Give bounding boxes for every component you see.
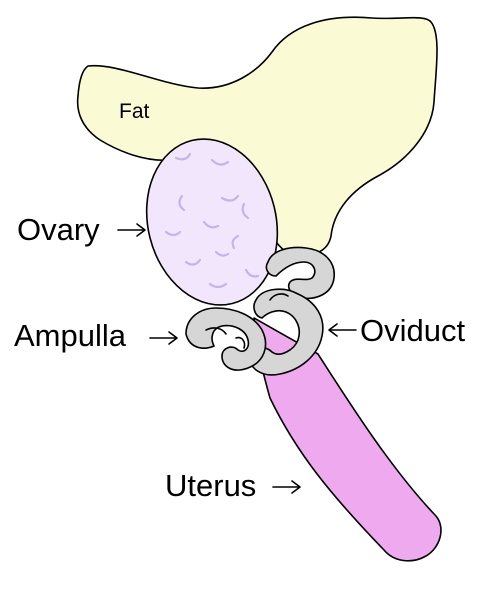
label-uterus: Uterus [165, 468, 256, 503]
ovary-follicle-marks [164, 152, 260, 289]
uterus-horn [253, 317, 442, 562]
label-ovary: Ovary [17, 212, 100, 247]
label-oviduct: Oviduct [360, 313, 465, 348]
arrow-ampulla [149, 331, 178, 345]
oviduct-coils [185, 246, 335, 376]
oviduct-squiggle [205, 327, 227, 335]
ovary-body [145, 138, 279, 306]
arrow-oviduct [328, 323, 357, 337]
arrow-uterus [272, 480, 301, 494]
arrow-ovary [117, 223, 146, 237]
label-fat: Fat [119, 100, 150, 123]
oviduct-squiggle [269, 293, 289, 301]
ovary [145, 138, 279, 306]
oviduct-coil-upper [265, 246, 335, 300]
ampulla-coil [185, 307, 267, 371]
label-ampulla: Ampulla [14, 318, 127, 353]
fat-pad [76, 16, 438, 256]
oviduct-squiggle [235, 336, 246, 349]
